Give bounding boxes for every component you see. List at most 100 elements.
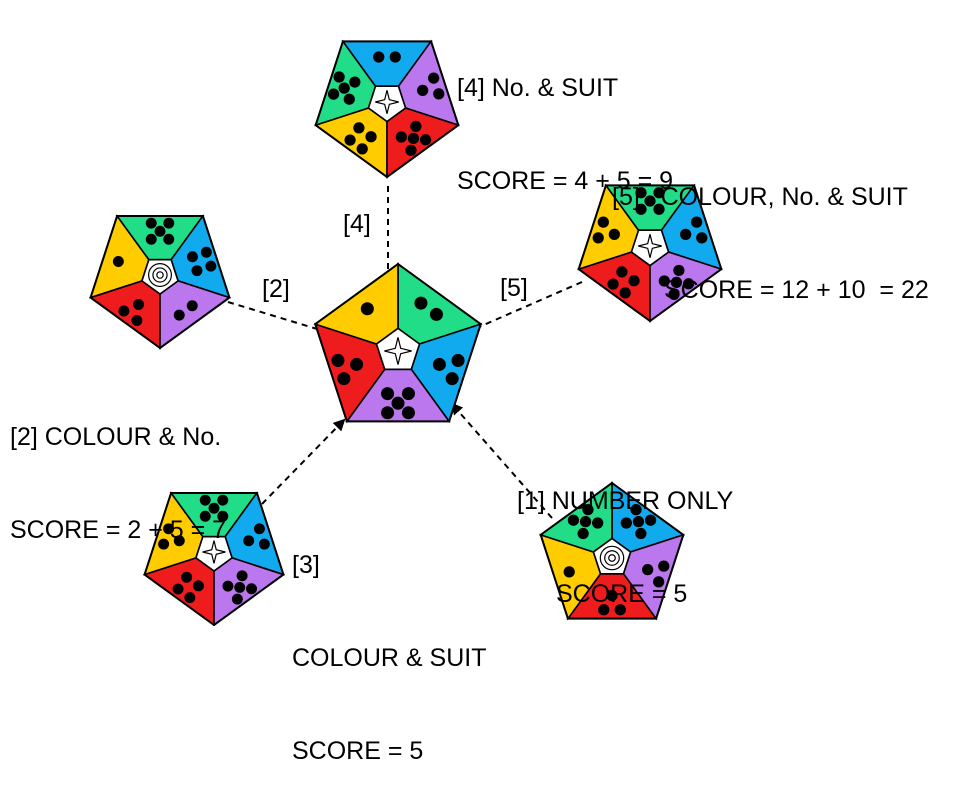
dot xyxy=(337,372,351,386)
dot xyxy=(642,563,654,576)
dot xyxy=(365,131,377,143)
dot xyxy=(451,353,465,367)
dot xyxy=(644,195,656,207)
dot xyxy=(391,396,405,410)
dot xyxy=(344,134,356,146)
dot xyxy=(199,510,211,522)
label-3-number: [3] xyxy=(292,551,320,579)
tile-outline xyxy=(89,214,231,350)
dot xyxy=(343,93,355,105)
dot xyxy=(653,576,665,588)
dot xyxy=(381,406,395,420)
dot xyxy=(217,494,229,506)
tile-outline xyxy=(577,184,723,323)
dot xyxy=(331,353,345,367)
dot xyxy=(653,187,665,199)
dot xyxy=(145,233,157,245)
dot xyxy=(243,535,255,547)
dot xyxy=(670,276,683,289)
dot xyxy=(428,72,440,84)
dot xyxy=(349,76,361,88)
dot xyxy=(696,232,708,244)
dot xyxy=(231,593,243,605)
arrow-1 xyxy=(450,402,553,519)
tile-center xyxy=(313,262,483,424)
dot xyxy=(205,260,217,272)
dot xyxy=(173,535,185,547)
label-5-title: [5] COLOUR, No. & SUIT xyxy=(612,183,908,211)
dot xyxy=(208,502,220,514)
dot xyxy=(133,299,145,311)
dot xyxy=(200,246,212,258)
dot xyxy=(680,228,692,241)
dot xyxy=(172,583,184,595)
dot xyxy=(592,517,604,529)
target-ring xyxy=(608,554,616,562)
dot xyxy=(579,515,592,528)
dot xyxy=(628,275,640,287)
dot xyxy=(673,264,685,277)
dot xyxy=(327,88,340,100)
label-4: [4] No. & SUIT SCORE = 4 + 5 = 9 xyxy=(457,11,673,228)
dot xyxy=(401,387,415,401)
dot xyxy=(433,88,445,100)
dot xyxy=(567,514,580,526)
dot xyxy=(691,216,703,228)
scoring-diagram xyxy=(88,39,724,626)
dot xyxy=(668,288,680,300)
dot xyxy=(429,307,443,321)
dot xyxy=(360,302,374,316)
dot xyxy=(186,300,198,312)
tile-1 xyxy=(538,481,686,621)
star-icon xyxy=(375,90,399,114)
dot xyxy=(414,296,428,310)
dot xyxy=(112,255,124,267)
dot xyxy=(635,527,647,540)
dot xyxy=(389,51,401,63)
label-3: [3] COLOUR & SUIT SCORE = 5 xyxy=(292,488,486,798)
label-5: [5] COLOUR, No. & SUIT SCORE = 12 + 10 =… xyxy=(612,120,929,337)
dot xyxy=(186,251,198,263)
dot xyxy=(419,134,432,146)
tile-outline xyxy=(314,262,482,423)
dot xyxy=(173,309,185,321)
target-ring xyxy=(604,550,620,566)
dot xyxy=(154,225,166,237)
dot xyxy=(597,216,609,228)
dot xyxy=(373,51,385,63)
label-5-score: SCORE = 12 + 10 = 22 xyxy=(664,276,929,304)
tile-4 xyxy=(313,39,461,179)
dot xyxy=(577,527,589,540)
dot xyxy=(632,515,645,528)
dot xyxy=(616,266,628,278)
target-ring xyxy=(156,271,164,279)
dot xyxy=(338,82,350,94)
arrow-label-4: [4] xyxy=(343,210,371,238)
dot xyxy=(163,217,175,229)
dot xyxy=(608,228,620,241)
dot xyxy=(630,504,642,516)
dot xyxy=(191,265,203,277)
label-1-score: SCORE = 5 xyxy=(556,580,688,608)
dot xyxy=(333,71,345,83)
dot xyxy=(350,357,364,371)
label-1: [1] NUMBER ONLY SCORE = 5 xyxy=(517,424,733,641)
dot xyxy=(445,372,459,386)
dot xyxy=(163,523,175,535)
target-icon xyxy=(599,545,625,571)
dot xyxy=(163,233,175,245)
dot xyxy=(192,580,204,592)
dot xyxy=(356,143,368,155)
dot xyxy=(405,144,417,156)
tile-outline xyxy=(143,491,285,626)
label-3-title: COLOUR & SUIT xyxy=(292,644,487,672)
arrow-3 xyxy=(261,418,346,505)
dot xyxy=(353,122,365,134)
label-2: [2] COLOUR & No. SCORE = 2 + 5 = 7 xyxy=(10,360,226,577)
arrow-label-2: [2] xyxy=(262,275,290,303)
dot xyxy=(619,287,631,299)
dot xyxy=(118,305,130,317)
star-icon xyxy=(384,337,412,365)
dot xyxy=(682,278,695,290)
arrow-2 xyxy=(227,301,339,338)
